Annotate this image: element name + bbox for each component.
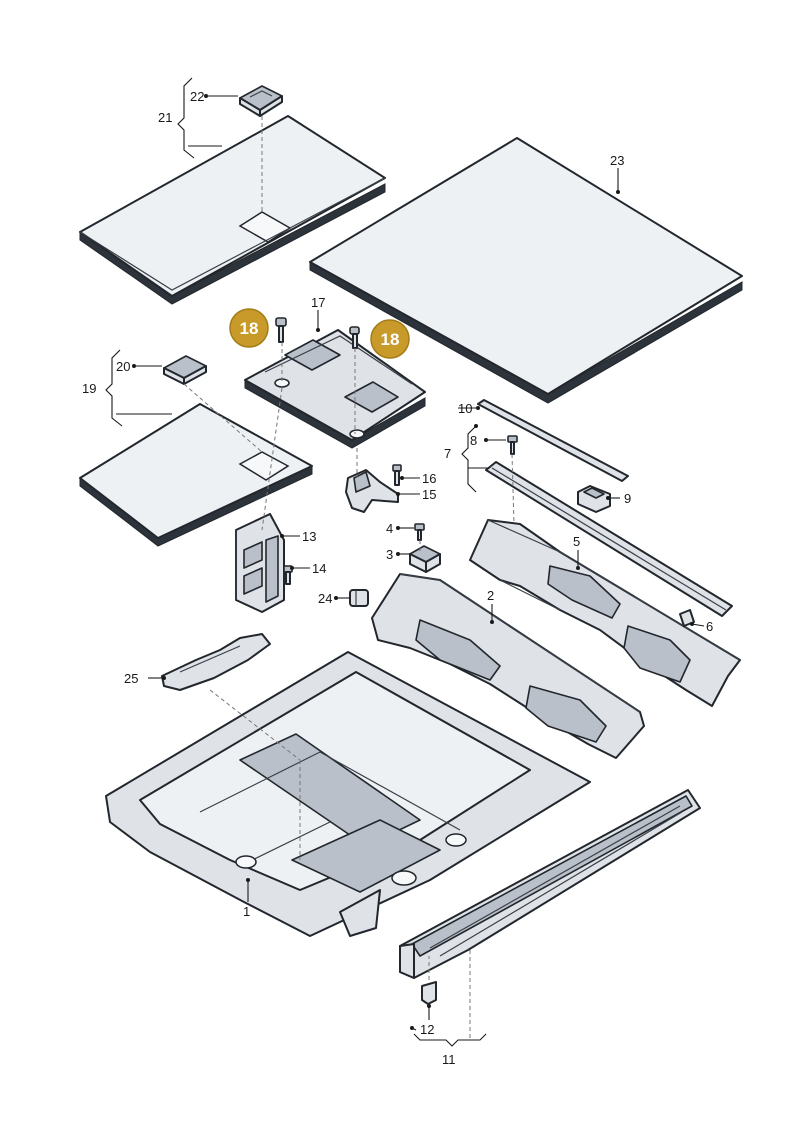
part-19-lower-cover bbox=[79, 403, 313, 547]
part-15-hinge bbox=[345, 469, 399, 513]
label-20: 20 bbox=[116, 359, 130, 374]
assembly-lines bbox=[183, 116, 515, 1040]
part-17-tray bbox=[244, 329, 426, 449]
badge-18-right-text: 18 bbox=[381, 330, 400, 349]
label-3: 3 bbox=[386, 547, 393, 562]
label-15: 15 bbox=[422, 487, 436, 502]
label-2: 2 bbox=[487, 588, 494, 603]
part-2-side-trim bbox=[371, 573, 645, 759]
label-8: 8 bbox=[470, 433, 477, 448]
label-1: 1 bbox=[243, 904, 250, 919]
label-5: 5 bbox=[573, 534, 580, 549]
badge-18-left[interactable]: 18 bbox=[229, 308, 269, 348]
label-14: 14 bbox=[312, 561, 326, 576]
label-25: 25 bbox=[124, 671, 138, 686]
part-6-clip bbox=[679, 609, 695, 627]
part-5-side-trim bbox=[469, 519, 741, 707]
part-24-clip bbox=[349, 589, 369, 607]
part-22-cap bbox=[239, 85, 283, 117]
part-25-trim bbox=[161, 633, 271, 691]
label-13: 13 bbox=[302, 529, 316, 544]
label-24: 24 bbox=[318, 591, 332, 606]
part-7-trim-strip bbox=[485, 461, 733, 617]
part-1-floor-tub bbox=[105, 651, 591, 937]
part-21-upper-cover bbox=[79, 115, 386, 305]
label-4: 4 bbox=[386, 521, 393, 536]
label-7: 7 bbox=[444, 446, 451, 461]
part-16-screw bbox=[392, 464, 402, 486]
leader-lines bbox=[105, 77, 705, 1047]
part-14-screw bbox=[283, 565, 293, 585]
part-13-bracket bbox=[235, 513, 285, 613]
label-12: 12 bbox=[420, 1022, 434, 1037]
leader-dots bbox=[132, 94, 694, 1030]
label-21: 21 bbox=[158, 110, 172, 125]
part-23-floor-cover bbox=[309, 137, 743, 404]
part-labels: 22 21 23 17 20 19 10 8 7 9 16 15 4 3 5 1… bbox=[82, 89, 713, 1067]
part-9-bracket bbox=[577, 485, 611, 513]
label-9: 9 bbox=[624, 491, 631, 506]
part-20-cap bbox=[163, 355, 207, 385]
part-10-strip bbox=[477, 399, 629, 482]
badge-18-left-text: 18 bbox=[240, 319, 259, 338]
part-18-bolt-left bbox=[275, 317, 287, 343]
label-17: 17 bbox=[311, 295, 325, 310]
part-11-sill-trim bbox=[399, 789, 701, 979]
label-19: 19 bbox=[82, 381, 96, 396]
part-18-bolt-right bbox=[349, 326, 360, 349]
part-4-screw bbox=[414, 523, 425, 541]
part-8-screw bbox=[507, 435, 518, 455]
part-3-clip bbox=[409, 545, 441, 573]
badge-18-right[interactable]: 18 bbox=[370, 319, 410, 359]
label-6: 6 bbox=[706, 619, 713, 634]
label-23: 23 bbox=[610, 153, 624, 168]
part-12-clip bbox=[421, 981, 437, 1005]
label-11: 11 bbox=[442, 1052, 456, 1067]
label-10: 10 bbox=[458, 401, 472, 416]
label-22: 22 bbox=[190, 89, 204, 104]
label-16: 16 bbox=[422, 471, 436, 486]
